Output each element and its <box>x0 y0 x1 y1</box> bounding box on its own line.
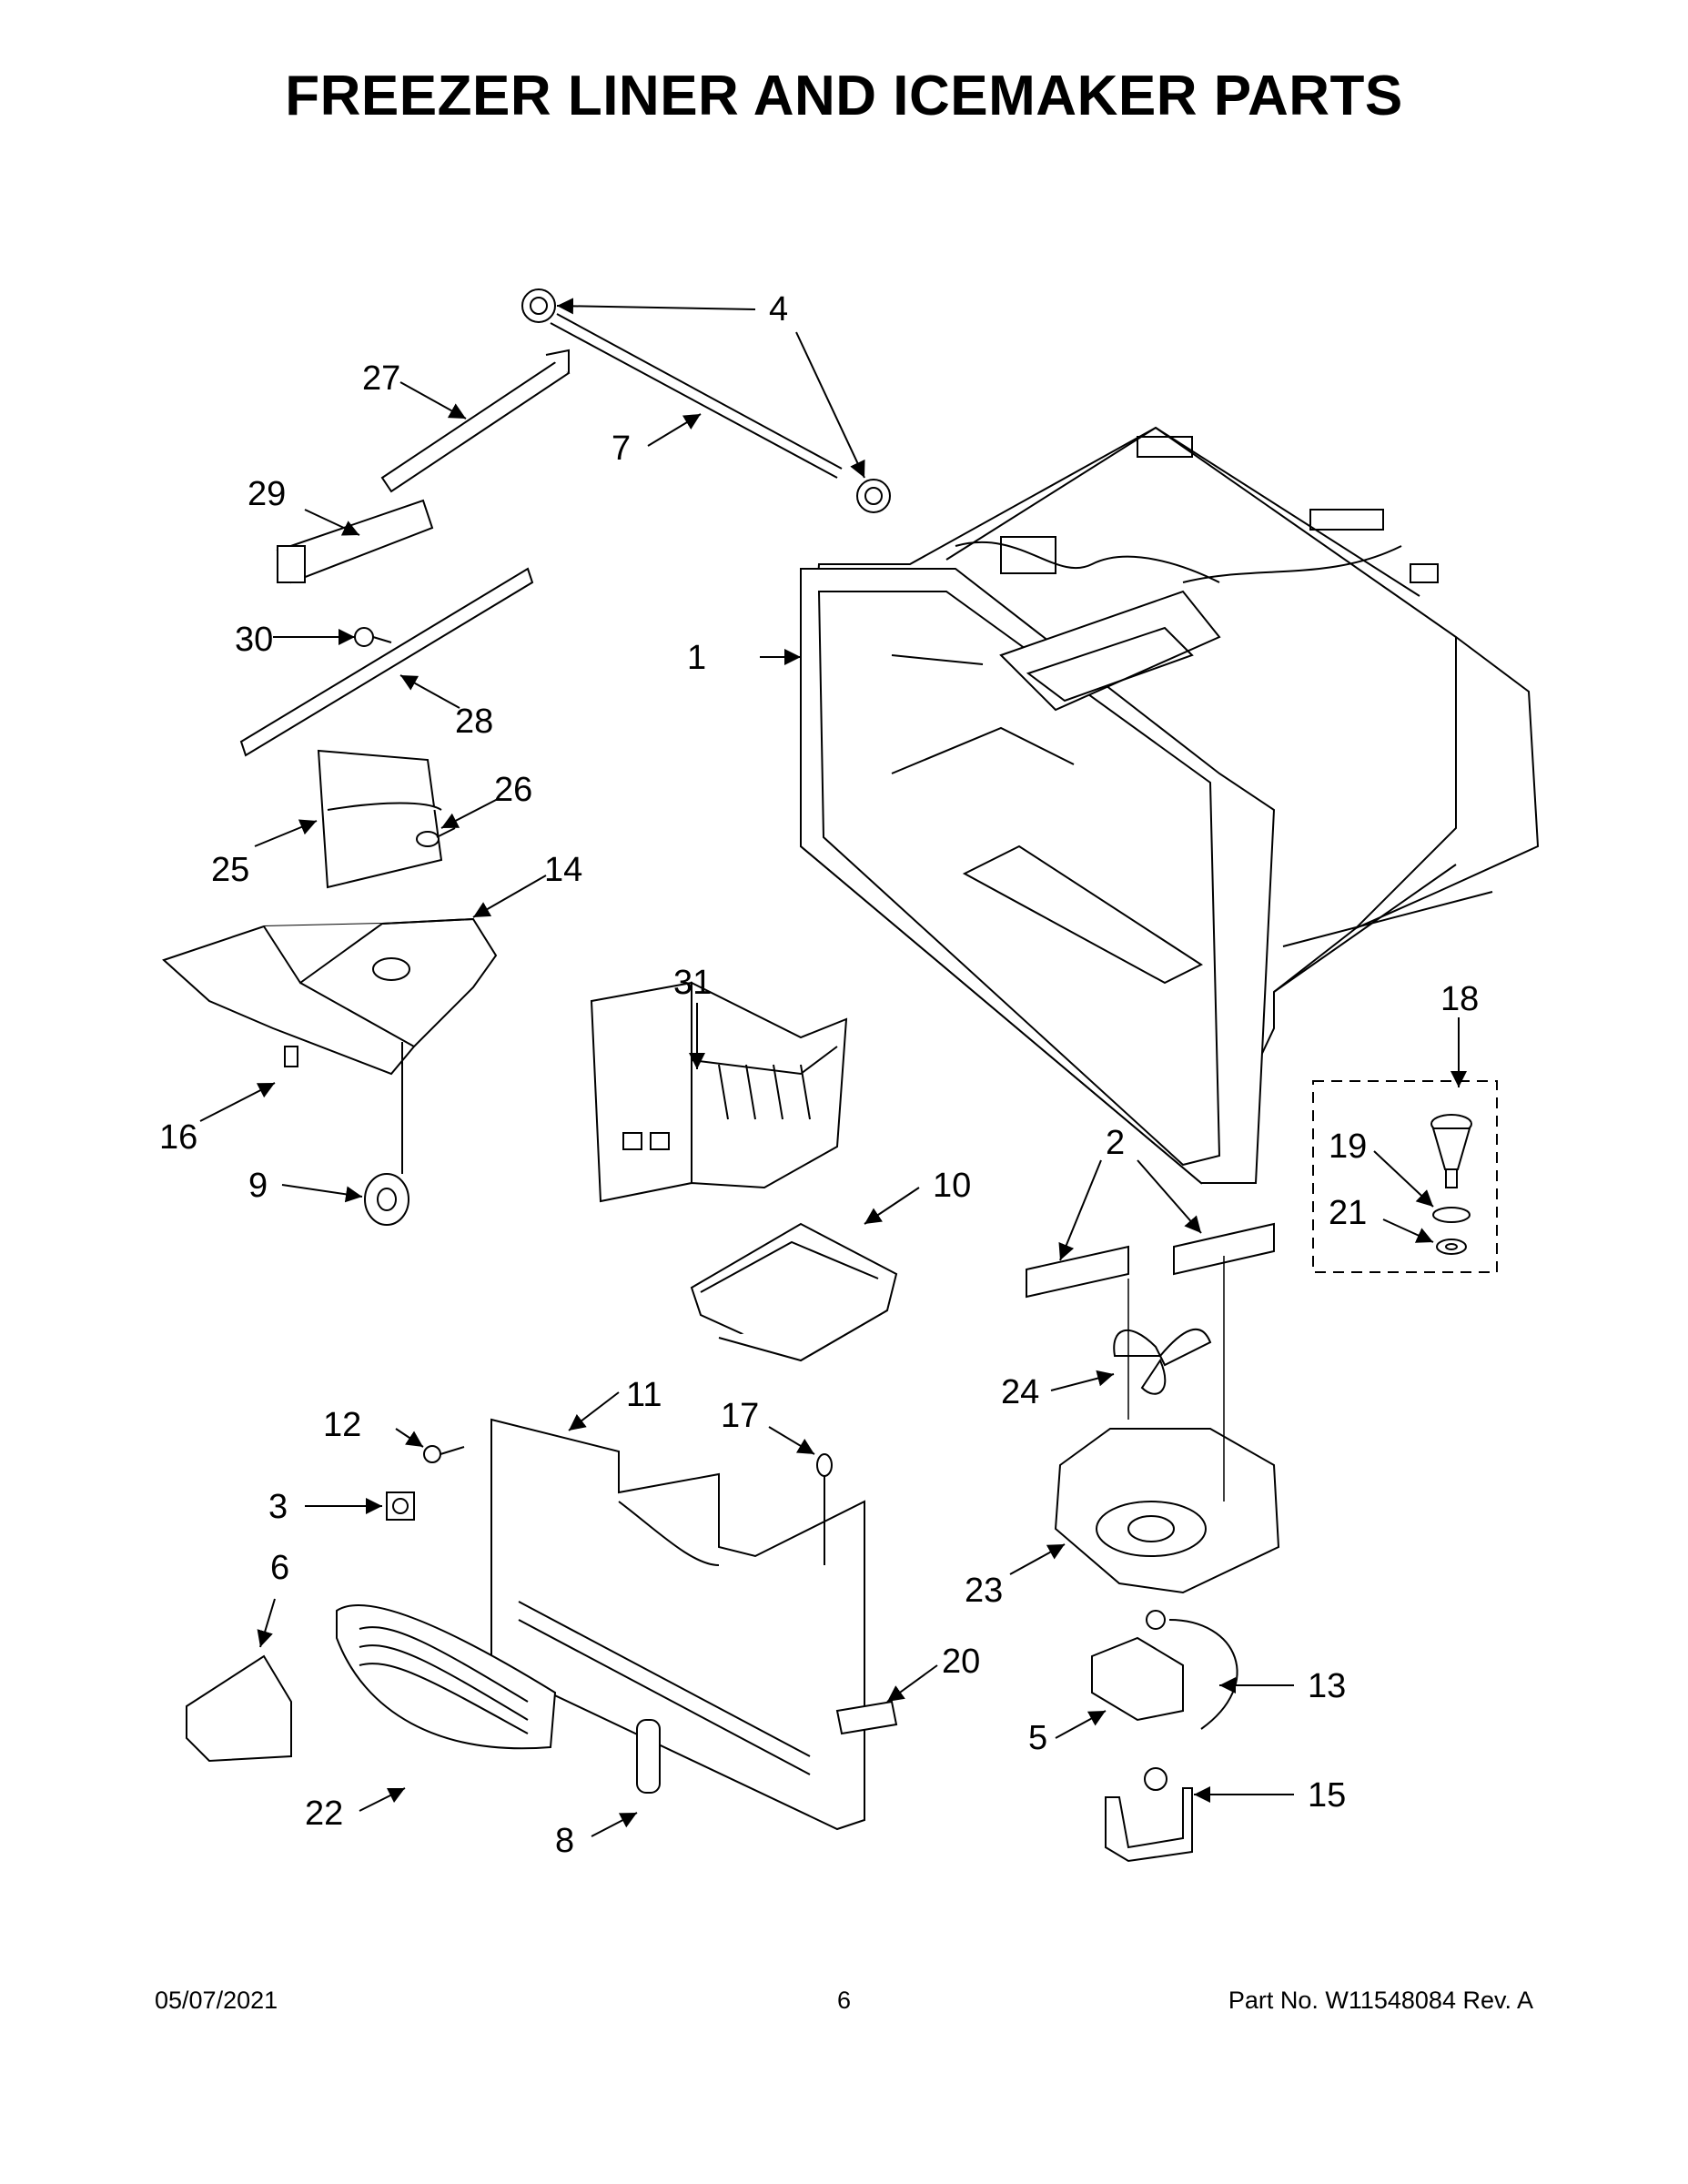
callout-30: 30 <box>235 621 273 659</box>
callout-19: 19 <box>1329 1127 1367 1166</box>
part-5-fan-motor <box>1091 1610 1184 1791</box>
callout-12: 12 <box>323 1406 361 1444</box>
part-7-shaft <box>550 313 843 479</box>
callout-28: 28 <box>455 703 493 741</box>
callout-10: 10 <box>933 1167 971 1205</box>
part-3-sensor <box>386 1491 415 1521</box>
footer-part-number: Part No. W11548084 Rev. A <box>1228 1987 1533 2014</box>
part-29-bracket <box>276 499 434 584</box>
part-30-screw <box>354 627 392 647</box>
part-22-grille <box>336 1604 557 1750</box>
part-31-icemaker <box>590 981 848 1203</box>
callout-7: 7 <box>612 430 631 468</box>
part-28-rail <box>239 567 534 757</box>
callout-24: 24 <box>1001 1373 1039 1411</box>
part-6-cover <box>186 1654 292 1763</box>
part-12-screw <box>423 1445 465 1463</box>
callout-25: 25 <box>211 851 249 889</box>
part-14-housing <box>162 917 498 1076</box>
callout-27: 27 <box>362 359 400 398</box>
callout-labels: 1 2 3 4 5 6 7 8 9 10 11 12 13 14 15 16 1… <box>159 290 1479 1860</box>
part-23-fan-shroud <box>1054 1428 1280 1594</box>
callout-1: 1 <box>687 639 706 677</box>
part-10-ice-bin <box>690 1222 898 1362</box>
callout-4: 4 <box>769 290 788 329</box>
callout-16: 16 <box>159 1118 197 1157</box>
callout-3: 3 <box>268 1488 288 1526</box>
callout-leaders <box>199 298 1467 1837</box>
callout-13: 13 <box>1308 1667 1346 1705</box>
callout-21: 21 <box>1329 1194 1367 1232</box>
callout-26: 26 <box>494 771 532 809</box>
callout-5: 5 <box>1028 1719 1047 1757</box>
callout-9: 9 <box>248 1167 268 1205</box>
part-16-clip <box>284 1046 298 1067</box>
part-25-cover <box>317 749 443 889</box>
part-1-freezer-liner <box>799 426 1540 1185</box>
part-4-gear-bottom <box>856 479 891 513</box>
part-8-clip <box>636 1719 661 1794</box>
part-17-thermistor <box>816 1453 833 1565</box>
callout-18: 18 <box>1440 980 1479 1018</box>
part-26-screw <box>416 827 456 847</box>
part-11-panel <box>490 1418 865 1831</box>
page-title: FREEZER LINER AND ICEMAKER PARTS <box>285 65 1403 127</box>
part-27-rail <box>380 349 571 493</box>
part-20-seal <box>835 1700 898 1735</box>
part-4-gear-top <box>521 288 556 323</box>
footer-page-number: 6 <box>836 1987 852 2014</box>
callout-6: 6 <box>270 1549 289 1587</box>
callout-2: 2 <box>1106 1124 1125 1162</box>
callout-31: 31 <box>673 964 712 1002</box>
part-2-pads <box>1026 1222 1275 1299</box>
callout-22: 22 <box>305 1795 343 1833</box>
callout-15: 15 <box>1308 1776 1346 1815</box>
callout-11: 11 <box>626 1376 662 1414</box>
part-13-wire <box>1168 1619 1238 1730</box>
footer-date: 05/07/2021 <box>155 1987 278 2014</box>
callout-23: 23 <box>965 1572 1003 1610</box>
part-24-fan-blade <box>1113 1328 1212 1395</box>
callout-29: 29 <box>248 475 286 513</box>
callout-14: 14 <box>544 851 582 889</box>
part-18-fitting-group <box>1312 1080 1498 1273</box>
part-15-bracket <box>1105 1787 1193 1863</box>
callout-20: 20 <box>942 1643 980 1681</box>
callout-17: 17 <box>721 1397 759 1435</box>
part-9-knob <box>364 1173 409 1226</box>
callout-8: 8 <box>555 1822 574 1860</box>
